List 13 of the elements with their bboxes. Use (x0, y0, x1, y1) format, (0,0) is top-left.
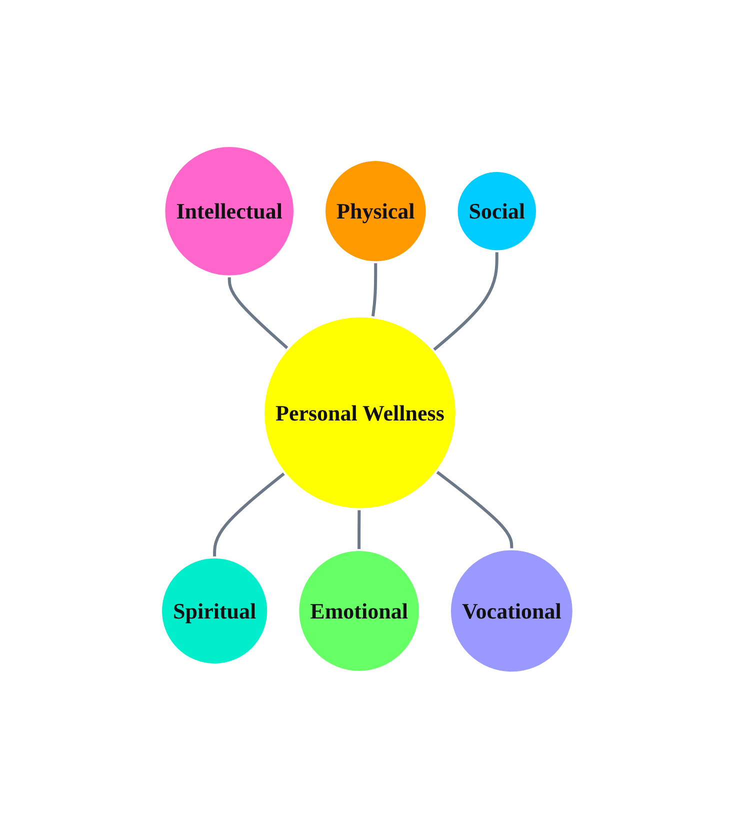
connector (228, 276, 289, 350)
node-circle: Intellectual (163, 145, 296, 278)
connector (212, 472, 286, 558)
connector (371, 262, 377, 318)
node-circle: Personal Wellness (262, 316, 458, 510)
node-circle: Social (456, 170, 538, 252)
node-circle: Spiritual (160, 556, 269, 666)
connector (357, 509, 360, 550)
connector (435, 470, 513, 550)
node-circle: Vocational (448, 548, 574, 674)
connector (432, 251, 498, 352)
node-circle: Emotional (296, 549, 421, 673)
node-circle: Physical (323, 159, 428, 264)
